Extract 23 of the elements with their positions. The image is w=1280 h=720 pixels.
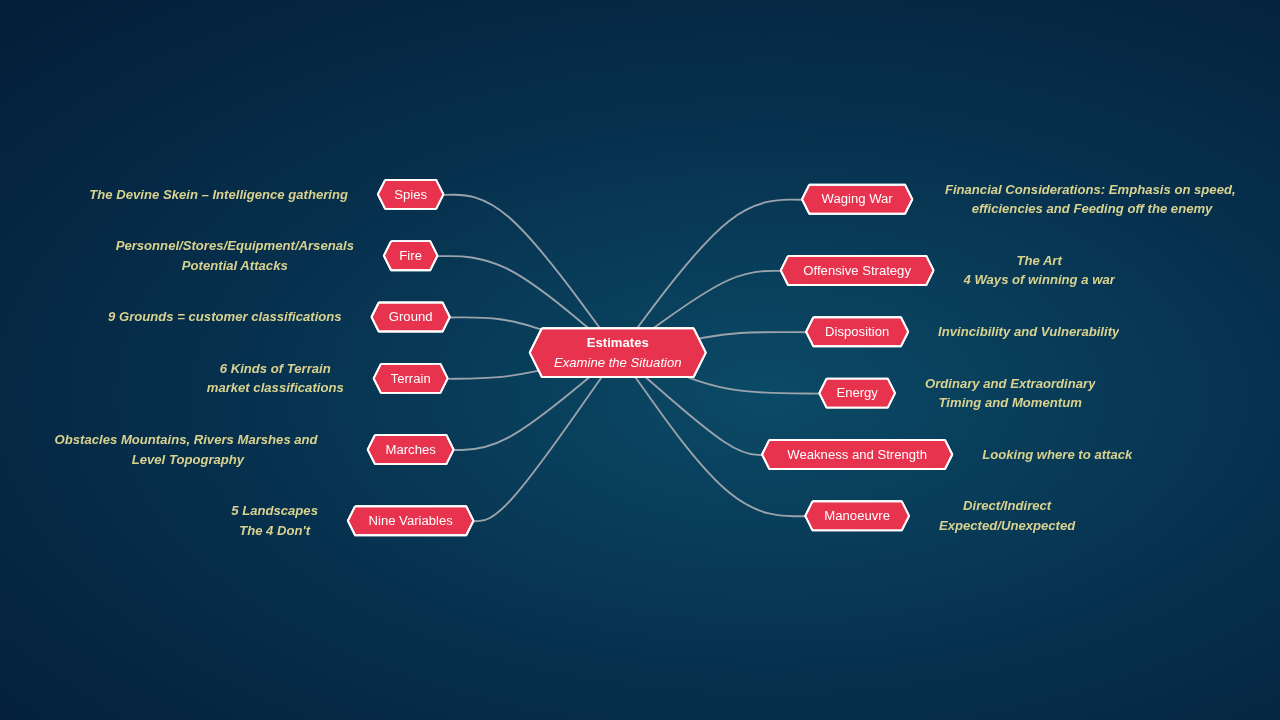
connector bbox=[449, 316, 543, 331]
node-label: 4 Ways of winning a war bbox=[963, 272, 1115, 288]
node-label: Looking where to attack bbox=[982, 446, 1133, 462]
connector bbox=[473, 376, 603, 523]
node-label: Personnel/Stores/Equipment/Arsenals bbox=[115, 237, 354, 253]
node-label: Expected/Unexpected bbox=[938, 517, 1076, 533]
node-label: The Devine Skein – Intelligence gathering bbox=[89, 186, 348, 202]
connector bbox=[453, 376, 590, 451]
node-label: Financial Considerations: Emphasis on speed, efficiencies and Feeding off the enemy bbox=[944, 181, 1236, 217]
node-label: The 4 Don't bbox=[239, 522, 311, 538]
node-label: Obstacles Mountains, Rivers Marshes and Level Topography bbox=[54, 431, 318, 467]
node-label: market classifications bbox=[206, 380, 344, 396]
node-label: Invincibility and Vulnerability bbox=[938, 323, 1120, 339]
node-label: Timing and Momentum bbox=[938, 395, 1082, 410]
node-label: Potential Attacks bbox=[181, 257, 288, 273]
node-label: Direct/Indirect bbox=[963, 498, 1052, 513]
node-label: 6 Kinds of Terrain bbox=[219, 360, 331, 376]
node-label: The Art bbox=[1016, 252, 1062, 268]
node-label: Ordinary and Extraordinary bbox=[924, 375, 1096, 391]
node-label: 5 Landscapes bbox=[231, 502, 318, 518]
node-label: 9 Grounds = customer classifications bbox=[108, 309, 342, 325]
connector bbox=[443, 193, 602, 330]
connector bbox=[437, 255, 590, 330]
